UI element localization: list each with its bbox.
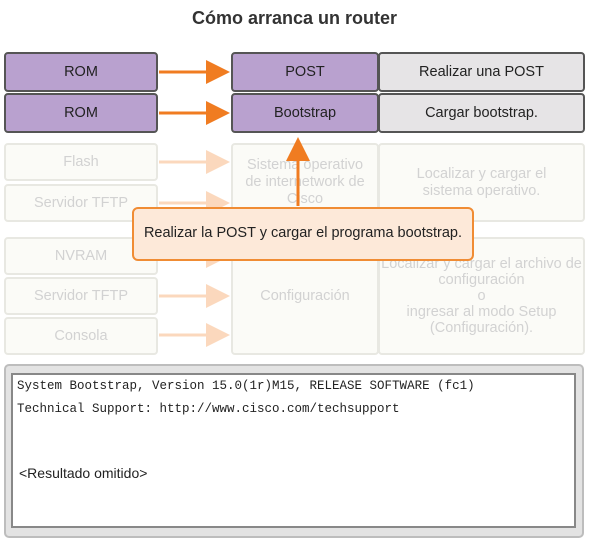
source-tftp-config: Servidor TFTP [4, 277, 158, 315]
source-flash: Flash [4, 143, 158, 181]
terminal-output: System Bootstrap, Version 15.0(1r)M15, R… [11, 373, 576, 528]
source-rom-bootstrap: ROM [4, 93, 158, 133]
action-bootstrap: Cargar bootstrap. [378, 93, 585, 133]
terminal-note: <Resultado omitido> [19, 465, 148, 481]
callout-note: Realizar la POST y cargar el programa bo… [132, 207, 474, 261]
config-action-line2: o [477, 287, 486, 304]
diagram-title: Cómo arranca un router [191, 8, 398, 28]
stage-bootstrap: Bootstrap [231, 93, 379, 133]
source-rom-post: ROM [4, 52, 158, 92]
config-action-line3: ingresar al modo Setup (Configuración). [406, 303, 557, 336]
source-console: Consola [4, 317, 158, 355]
terminal-line-1: System Bootstrap, Version 15.0(1r)M15, R… [17, 379, 475, 393]
terminal-line-2: Technical Support: http://www.cisco.com/… [17, 402, 400, 416]
action-post: Realizar una POST [378, 52, 585, 92]
